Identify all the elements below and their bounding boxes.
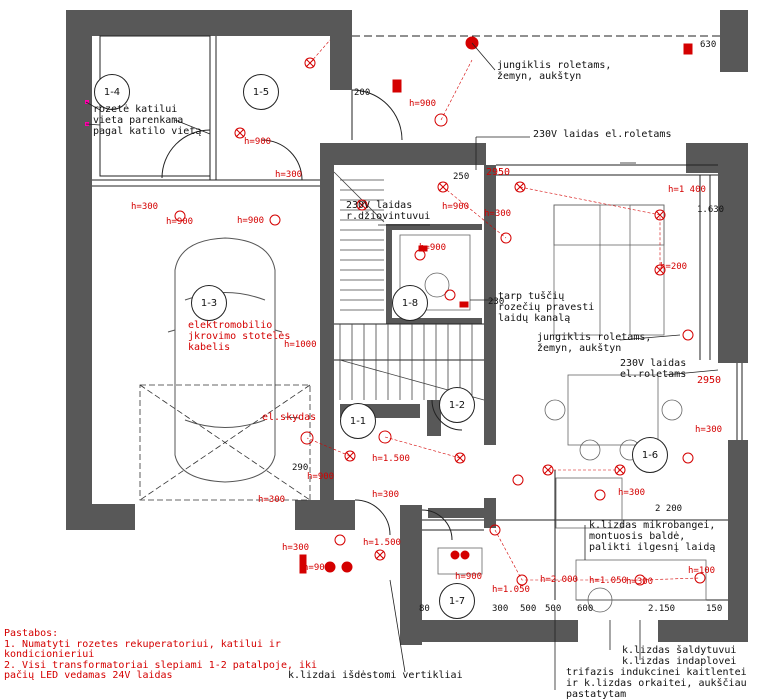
height-900-f: h=900 — [419, 243, 447, 253]
switch-blinds-mid-note: jungiklis roletams, žemyn, aukštyn — [537, 332, 652, 354]
room-tag-1-3: 1-3 — [191, 285, 227, 321]
dim-2150: 2.150 — [648, 604, 676, 614]
room-tag-1-7: 1-7 — [439, 583, 475, 619]
furniture — [399, 204, 707, 613]
dim-1050b: h=1.050 — [589, 576, 627, 586]
microwave-note: k.lizdas mikrobangei, montuosis baldė, p… — [589, 520, 716, 553]
fridge-note: k.lizdas šaldytuvui — [622, 645, 737, 656]
height-200-a: h=200 — [660, 262, 688, 272]
dim-200: 200 — [354, 88, 371, 98]
notes-line-1: 1. Numatyti rozetes rekuperatoriui, kati… — [4, 638, 281, 650]
dim-1630: 1.630 — [697, 205, 725, 215]
dim-2950-right: 2950 — [697, 375, 722, 386]
height-100: h=100 — [688, 566, 716, 576]
dim-1050a: h=1.050 — [492, 585, 530, 595]
notes-title: Pastabos: — [4, 628, 59, 639]
vertical-sockets-note: k.lizdai išdėstomi vertikliai — [288, 670, 463, 681]
cable-blinds-right-note: 230V laidas el.roletams — [620, 358, 687, 380]
height-300-f: h=300 — [282, 543, 310, 553]
car-outline — [167, 237, 283, 483]
height-900-c: h=900 — [237, 216, 265, 226]
height-300-e: h=300 — [258, 495, 286, 505]
dim-80: 80 — [419, 604, 430, 614]
dim-2200: 2 200 — [655, 504, 683, 514]
dim-1400: h=1 400 — [668, 185, 706, 195]
dim-500a: 500 — [520, 604, 537, 614]
height-900-b: h=900 — [244, 137, 272, 147]
height-900-g: h=900 — [307, 472, 335, 482]
dim-290: 290 — [292, 463, 309, 473]
leader-lines — [85, 42, 719, 690]
height-300-g: h=300 — [618, 488, 646, 498]
room-tag-1-2: 1-2 — [439, 387, 475, 423]
dim-2000: h=2.000 — [540, 575, 578, 585]
wiring — [306, 39, 701, 581]
empty-pipes-note: tarp tuščių rozečių pravesti laidų kanal… — [498, 291, 595, 324]
room-tag-1-4: 1-4 — [94, 74, 130, 110]
notes-block: Pastabos: 1. Numatyti rozetes rekuperato… — [4, 628, 318, 682]
height-900-i: h=900 — [455, 572, 483, 582]
dim-500b: 500 — [545, 604, 562, 614]
dim-630: 630 — [700, 40, 717, 50]
dim-250: 250 — [453, 172, 470, 182]
dim-2950-top: 2950 — [486, 167, 511, 178]
height-300-c: h=300 — [484, 209, 512, 219]
switch-blinds-top-note: jungiklis roletams, žemyn, aukštyn — [497, 60, 612, 82]
room-tag-1-6: 1-6 — [632, 437, 668, 473]
ev-parking-box — [139, 384, 311, 501]
room-tag-1-1: 1-1 — [340, 403, 376, 439]
dim-300: 300 — [492, 604, 509, 614]
boiler-socket-note: rozetė katilui vieta parenkama pagal kat… — [93, 104, 202, 137]
height-300-b: h=300 — [275, 170, 303, 180]
notes-line-4: pačių LED vedamas 24V laidas — [4, 670, 173, 681]
dim-600: 600 — [577, 604, 594, 614]
height-900-e: h=900 — [442, 202, 470, 212]
cable-blinds-top-note: 230V laidas el.roletams — [533, 129, 672, 140]
dim-1500b: h=1.500 — [363, 538, 401, 548]
dim-1000: h=1000 — [284, 340, 317, 350]
height-300-a: h=300 — [131, 202, 159, 212]
notes-line-3: 2. Visi transformatoriai slepiami 1-2 pa… — [4, 659, 318, 671]
dim-1500a: h=1.500 — [372, 454, 410, 464]
height-300-d: h=300 — [372, 490, 400, 500]
dim-230: 230 — [488, 297, 505, 307]
height-900-a: h=900 — [166, 217, 194, 227]
dim-150: 150 — [706, 604, 723, 614]
room-tag-1-5: 1-5 — [243, 74, 279, 110]
height-900-h: h=900 — [303, 563, 331, 573]
el-panel-note: el.skydas — [262, 412, 317, 423]
dishwasher-note: k.lizdas indaplovei — [622, 656, 737, 667]
height-300-h: h=300 — [626, 577, 654, 587]
room-tag-1-8: 1-8 — [392, 285, 428, 321]
doors — [161, 89, 463, 541]
height-300-i: h=300 — [695, 425, 723, 435]
oven-note: trifazis indukcinei kaitlentei ir k.lizd… — [566, 667, 747, 700]
electrical-symbols — [85, 36, 706, 586]
notes-line-2: kondicionieriui — [4, 649, 95, 660]
height-900-d: h=900 — [409, 99, 437, 109]
dryer-cable-note: 230V laidas r.džiovintuvui — [346, 200, 431, 222]
ev-charging-note: elektromobilio jkrovimo stotelės kabelis — [188, 320, 291, 353]
walls — [66, 10, 748, 645]
